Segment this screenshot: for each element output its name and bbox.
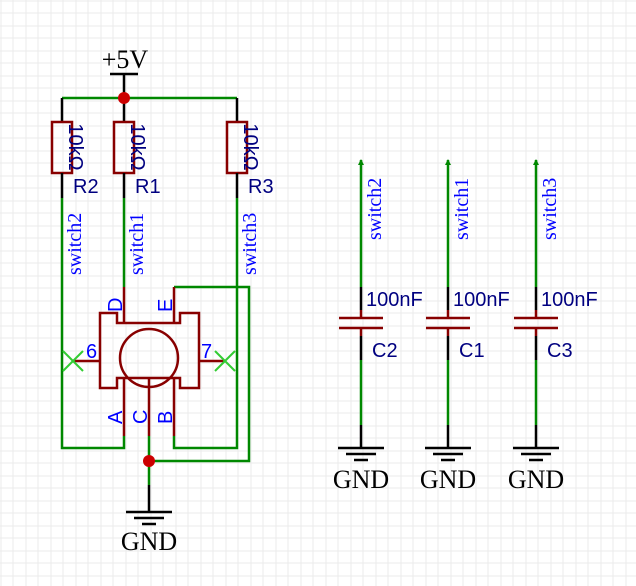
- wire-switch2[interactable]: [60, 198, 126, 450]
- capacitor-ref: C2: [372, 340, 398, 362]
- pin-label-d: D: [105, 298, 127, 312]
- capacitor-ref: C3: [547, 340, 573, 362]
- resistor-ref: R1: [135, 176, 161, 198]
- resistor-ref: R3: [248, 176, 274, 198]
- net-arrow: [358, 159, 364, 165]
- resistor-ref: R2: [73, 176, 99, 198]
- switch-body: [98, 311, 201, 390]
- net-label-switch2: switch2: [364, 178, 386, 240]
- junction-5v: [118, 92, 130, 104]
- net-label-switch1: switch1: [126, 213, 148, 275]
- resistor-r3[interactable]: 10kΩ R3: [225, 98, 274, 198]
- power-label: +5V: [102, 45, 149, 74]
- pin-label-a: A: [105, 410, 127, 424]
- wire-switch3[interactable]: [172, 198, 239, 450]
- pin-label-c: C: [130, 410, 152, 424]
- capacitor-value: 100nF: [366, 289, 423, 311]
- ground-symbol[interactable]: GND: [121, 485, 177, 556]
- net-label-switch1: switch1: [451, 178, 473, 240]
- capacitor-value: 100nF: [541, 289, 598, 311]
- capacitor-value: 100nF: [453, 289, 510, 311]
- no-connect-marker-7: [214, 350, 236, 372]
- pin-label-6: 6: [86, 341, 97, 363]
- resistor-r2[interactable]: 10kΩ R2: [50, 98, 99, 198]
- ground-label: GND: [508, 465, 564, 494]
- resistor-value: 10kΩ: [64, 123, 86, 170]
- net-label-switch3: switch3: [539, 178, 561, 240]
- resistor-value: 10kΩ: [126, 123, 148, 170]
- no-connect-marker-6: [62, 350, 84, 372]
- net-arrow: [445, 159, 451, 165]
- ground-label: GND: [333, 465, 389, 494]
- resistor-r1[interactable]: 10kΩ R1: [112, 98, 161, 198]
- capacitor-ref: C1: [459, 340, 485, 362]
- switch-component[interactable]: D E A C B 6 7: [73, 287, 225, 436]
- net-label-switch2: switch2: [64, 213, 86, 275]
- pin-label-e: E: [155, 299, 177, 312]
- ground-label: GND: [121, 527, 177, 556]
- junction-gnd: [143, 455, 155, 467]
- net-label-switch3: switch3: [239, 213, 261, 275]
- capacitor-group: switch2100nFC2GNDswitch1100nFC1GNDswitch…: [333, 159, 598, 494]
- pin-label-7: 7: [201, 341, 212, 363]
- net-arrow: [533, 159, 539, 165]
- ground-label: GND: [420, 465, 476, 494]
- power-symbol-5v[interactable]: +5V: [102, 45, 149, 98]
- wire-e-to-gnd[interactable]: [149, 285, 251, 463]
- resistor-value: 10kΩ: [239, 123, 261, 170]
- pin-label-b: B: [155, 411, 177, 424]
